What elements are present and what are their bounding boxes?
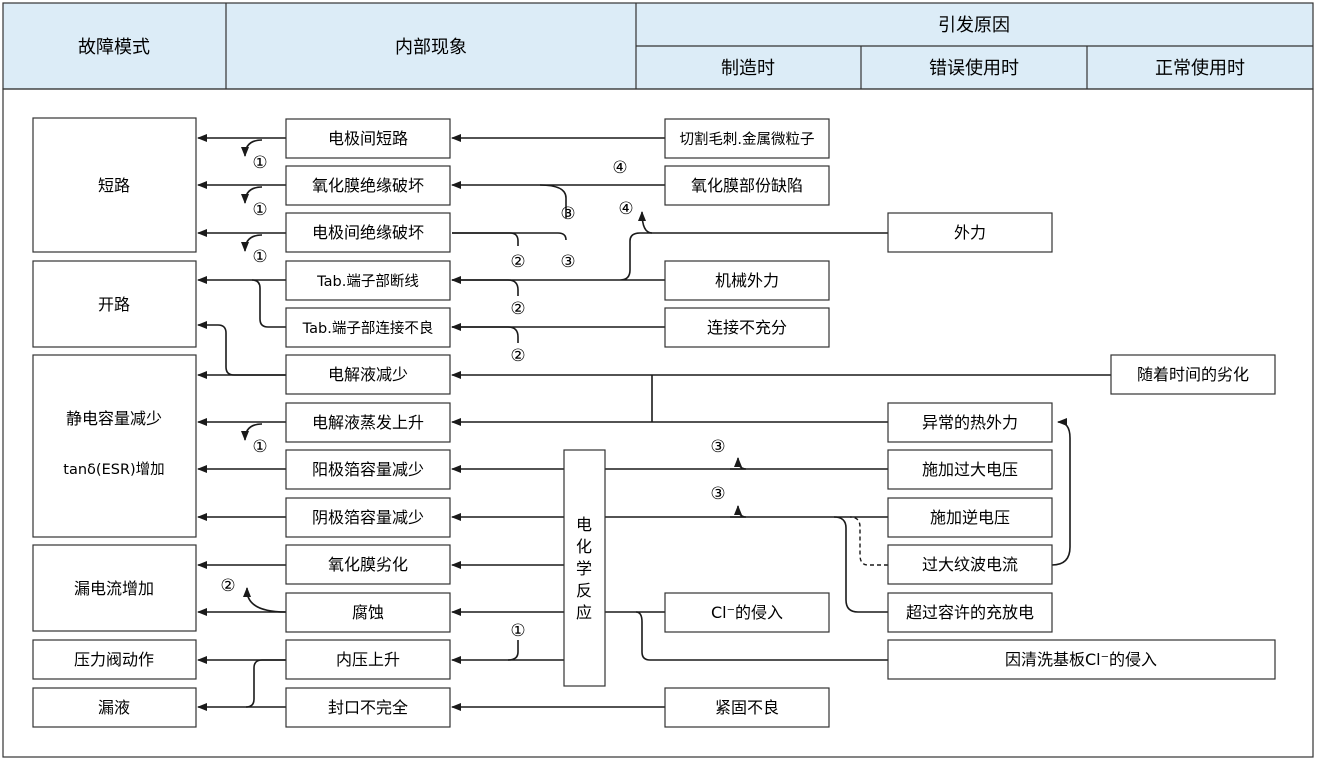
header-internal-phenomenon: 内部现象 [395,37,467,58]
cause-poor-fastening: 紧固不良 [715,698,779,717]
marker-1: ① [252,200,267,220]
ecr-char-2: 化 [576,537,592,556]
mode-box-capacitance [32,354,197,538]
cause-board-cleaning: 因清洗基板Cl⁻的侵入 [1005,650,1157,669]
cause-insufficient-connection: 连接不充分 [707,318,787,337]
header-manufacturing: 制造时 [721,58,775,79]
phenomenon-electrode-short: 电极间短路 [328,129,408,148]
mode-short-circuit: 短路 [98,176,130,195]
marker-1: ① [510,621,525,641]
phenomenon-seal-incomplete: 封口不完全 [328,698,408,717]
marker-1: ① [252,437,267,457]
marker-1: ① [252,153,267,173]
marker-2: ② [510,252,525,272]
mode-box-open [32,260,197,348]
phenomenon-boxes [285,118,451,728]
cause-boxes [664,118,1276,728]
marker-2: ② [220,576,235,596]
cause-oxide-defect: 氧化膜部份缺陷 [691,176,803,195]
electrochemical-reaction-label: 电 化 学 反 应 [576,515,592,622]
mode-box-short [32,117,197,253]
marker-4: ④ [612,158,627,178]
marker-3: ③ [560,204,575,224]
phenomenon-anode-foil: 阳极箔容量减少 [312,460,424,479]
mode-leakage: 漏液 [98,698,130,717]
route-markers: ① ① ① ① ② ④ ③ ④ ② ③ ② ② ③ ③ ① [220,153,725,641]
cause-chloride: Cl⁻的侵入 [711,603,783,622]
ripple-dashed-connector [849,516,888,566]
header-misuse: 错误使用时 [929,58,1019,79]
cause-reverse-voltage: 施加逆电压 [930,508,1010,527]
header-cause-group: 引发原因 [938,15,1010,36]
connectors [197,134,1111,711]
mode-box-leakage [32,687,197,728]
electrochemical-reaction-box [563,449,606,687]
cause-overvoltage: 施加过大电压 [922,460,1018,479]
ecr-char-5: 应 [576,603,592,622]
marker-3: ③ [710,484,725,504]
mode-pressure-valve: 压力阀动作 [74,650,154,669]
header-normal-use: 正常使用时 [1155,58,1245,79]
cause-external-force: 外力 [954,223,986,242]
body-frame [2,88,1314,758]
mode-capacitance-decrease: 静电容量减少 [66,409,162,428]
cause-burrs: 切割毛刺.金属微粒子 [679,131,814,148]
marker-3: ③ [560,252,575,272]
ecr-char-1: 电 [576,515,592,534]
marker-3: ③ [710,437,725,457]
phenomenon-pressure-rise: 内压上升 [336,650,400,669]
header: 故障模式 内部现象 引发原因 制造时 错误使用时 正常使用时 [2,2,1314,90]
phenomenon-electrolyte-decrease: 电解液减少 [328,365,408,384]
mode-leakage-increase: 漏电流增加 [74,579,154,598]
header-failure-mode: 故障模式 [78,37,150,58]
mode-tan-delta-increase: tanδ(ESR)增加 [63,461,164,478]
cause-ripple-current: 过大纹波电流 [922,555,1018,574]
cause-abnormal-heat: 异常的热外力 [922,413,1018,432]
phenomenon-electrode-insulation: 电极间绝缘破坏 [312,223,424,242]
marker-2: ② [510,299,525,319]
mode-open-circuit: 开路 [98,295,130,314]
cause-over-charge: 超过容许的充放电 [906,603,1034,622]
phenomenon-tab-wire-break: Tab.端子部断线 [316,273,419,290]
marker-4: ④ [618,199,633,219]
ecr-char-3: 学 [576,559,592,578]
mode-box-valve [32,639,197,680]
phenomenon-corrosion: 腐蚀 [352,603,384,622]
phenomenon-oxide-breakdown: 氧化膜绝缘破坏 [312,176,424,195]
phenomenon-oxide-deterioration: 氧化膜劣化 [328,555,408,574]
phenomenon-tab-poor-connection: Tab.端子部连接不良 [302,320,434,337]
ecr-char-4: 反 [576,581,592,600]
phenomenon-cathode-foil: 阴极箔容量减少 [312,508,424,527]
cause-aging: 随着时间的劣化 [1137,365,1249,384]
phenomenon-electrolyte-evaporation: 电解液蒸发上升 [312,413,424,432]
cause-mechanical-force: 机械外力 [715,271,779,290]
mode-boxes [32,117,197,728]
mode-box-leakage-current [32,544,197,632]
marker-1: ① [252,247,267,267]
marker-2: ② [510,346,525,366]
